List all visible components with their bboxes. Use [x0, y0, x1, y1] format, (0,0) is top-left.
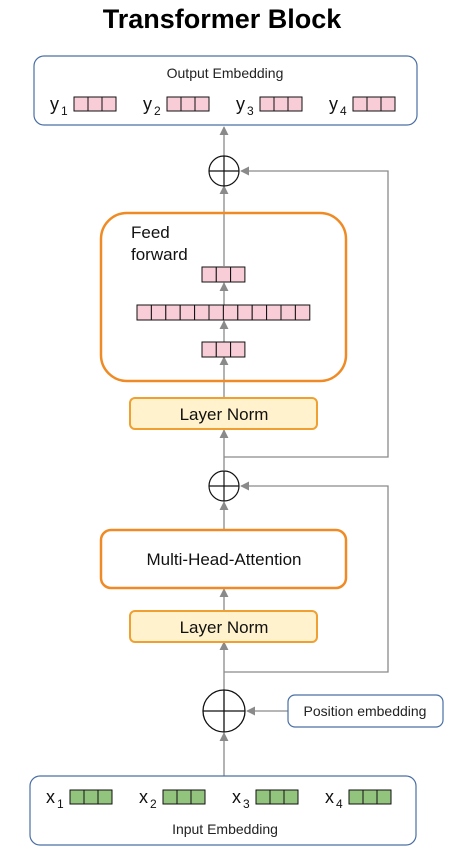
ff-cell	[280, 304, 296, 321]
ff-cell	[136, 304, 152, 321]
token-vector-cell	[97, 789, 113, 805]
token-vector-cell	[101, 96, 117, 112]
token-vector-cell	[273, 96, 289, 112]
ff-cell	[222, 304, 239, 321]
token-vector-cell	[352, 96, 368, 112]
ff-cell	[179, 304, 196, 321]
token-vector-cell	[287, 96, 303, 112]
layer-norm-top: Layer Norm	[129, 397, 318, 430]
token-subscript: 4	[336, 797, 343, 811]
output-embedding-label: Output Embedding	[167, 65, 284, 81]
token-letter: x	[46, 787, 55, 807]
token-letter: y	[143, 94, 152, 114]
token-subscript: 1	[61, 104, 68, 118]
token-letter: x	[232, 787, 241, 807]
ff-cell	[230, 266, 246, 283]
ff-cell	[251, 304, 268, 321]
token-vector-cell	[176, 789, 192, 805]
token-letter: y	[236, 94, 245, 114]
ff-hidden-vector	[136, 304, 311, 321]
ff-cell	[165, 304, 181, 321]
token-vector-cell	[255, 789, 271, 805]
token-subscript: 2	[150, 797, 157, 811]
token-vector-cell	[87, 96, 103, 112]
token-vector-cell	[166, 96, 182, 112]
token-vector-cell	[362, 789, 378, 805]
position-embedding-box: Position embedding	[287, 694, 444, 728]
multi-head-attention-label: Multi-Head-Attention	[147, 550, 302, 569]
ff-output-vector	[201, 266, 246, 283]
input-embedding-label: Input Embedding	[172, 821, 278, 837]
token-vector-cell	[376, 789, 392, 805]
token-vector-cell	[190, 789, 206, 805]
token-vector-cell	[259, 96, 275, 112]
position-embedding-label: Position embedding	[304, 703, 427, 719]
position-add-node	[202, 689, 246, 733]
token-vector-cell	[269, 789, 285, 805]
ff-cell	[150, 304, 167, 321]
multi-head-attention-block: Multi-Head-Attention	[99, 528, 348, 590]
token-vector-cell	[69, 789, 85, 805]
feed-forward-label-line1: Feed	[131, 223, 170, 242]
ff-cell	[215, 341, 232, 358]
token-subscript: 2	[154, 104, 161, 118]
ff-input-vector	[201, 341, 246, 358]
token-subscript: 4	[340, 104, 347, 118]
token-subscript: 3	[243, 797, 250, 811]
ff-cell	[215, 266, 232, 283]
token-vector-cell	[83, 789, 99, 805]
layer-norm-bottom: Layer Norm	[129, 610, 318, 643]
diagram-title: Transformer Block	[103, 4, 343, 34]
token-vector-cell	[348, 789, 364, 805]
ff-cell	[201, 341, 217, 358]
token-vector-cell	[366, 96, 382, 112]
token-subscript: 3	[247, 104, 254, 118]
token-vector-cell	[73, 96, 89, 112]
residual-add-node-top	[208, 155, 240, 187]
layer-norm-bottom-label: Layer Norm	[180, 618, 269, 637]
ff-cell	[208, 304, 224, 321]
token-vector-cell	[180, 96, 196, 112]
ff-cell	[194, 304, 210, 321]
token-subscript: 1	[57, 797, 64, 811]
token-letter: y	[50, 94, 59, 114]
ff-cell	[230, 341, 246, 358]
residual-add-node-middle	[208, 470, 240, 502]
ff-cell	[266, 304, 282, 321]
residual-connection-1	[224, 481, 389, 673]
token-vector-cell	[194, 96, 210, 112]
token-letter: y	[329, 94, 338, 114]
layer-norm-top-label: Layer Norm	[180, 405, 269, 424]
token-letter: x	[139, 787, 148, 807]
ff-cell	[201, 266, 217, 283]
token-vector-cell	[380, 96, 396, 112]
token-letter: x	[325, 787, 334, 807]
residual-connection-2	[224, 166, 389, 458]
token-vector-cell	[283, 789, 299, 805]
ff-cell	[294, 304, 311, 321]
token-vector-cell	[162, 789, 178, 805]
feed-forward-label-line2: forward	[131, 245, 188, 264]
feed-forward-block: Feed forward	[99, 211, 348, 383]
ff-cell	[237, 304, 253, 321]
